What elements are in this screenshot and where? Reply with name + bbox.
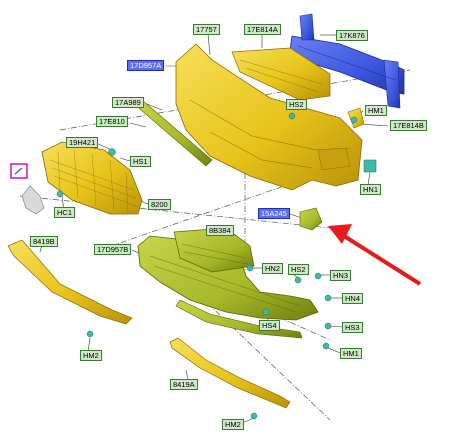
part-label-HM1-bottom: HM1	[340, 348, 362, 359]
part-label-HN1: HN1	[360, 184, 382, 195]
part-label-HS2-top: HS2	[286, 99, 307, 110]
part-label-HC1: HC1	[54, 207, 76, 218]
part-label-17K876: 17K876	[336, 30, 368, 41]
part-label-HS3: HS3	[342, 322, 363, 333]
part-label-HM2-bottom: HM2	[222, 419, 244, 430]
bumper-cover	[175, 43, 363, 191]
part-label-17E814A: 17E814A	[244, 24, 281, 35]
part-label-HN3: HN3	[330, 270, 352, 281]
part-label-HN2: HN2	[262, 263, 284, 274]
part-label-17D957A: 17D957A	[127, 60, 165, 71]
part-label-15A245: 15A245	[258, 208, 290, 219]
red-pointer-arrow	[328, 224, 422, 286]
part-label-19H421: 19H421	[66, 137, 99, 148]
lower-bumper-section	[137, 227, 319, 339]
front-grille	[41, 141, 143, 215]
left-lower-trim	[7, 239, 133, 325]
bottom-trim-strip	[169, 337, 291, 409]
lamp-cover	[21, 185, 45, 215]
part-label-8B384: 8B384	[206, 225, 234, 236]
fasteners	[56, 112, 377, 420]
part-label-HS1: HS1	[130, 156, 151, 167]
upper-absorber-bracket	[231, 47, 331, 101]
part-label-17A989: 17A989	[112, 97, 144, 108]
reinforcement-beam	[289, 13, 405, 109]
part-label-17D957B: 17D957B	[94, 244, 132, 255]
sensor-bracket	[299, 207, 323, 231]
part-label-17E814B: 17E814B	[390, 120, 427, 131]
part-label-17E810: 17E810	[96, 116, 128, 127]
part-label-HS4: HS4	[259, 320, 280, 331]
part-label-8200: 8200	[148, 199, 171, 210]
highlight-box	[10, 163, 28, 179]
part-label-HM2-left: HM2	[80, 350, 102, 361]
part-label-HM1-top: HM1	[365, 105, 387, 116]
part-label-HS2-mid: HS2	[288, 264, 309, 275]
part-label-17757: 17757	[193, 24, 220, 35]
part-label-HN4: HN4	[342, 293, 364, 304]
part-label-8419B: 8419B	[30, 236, 58, 247]
part-label-8419A: 8419A	[170, 379, 198, 390]
